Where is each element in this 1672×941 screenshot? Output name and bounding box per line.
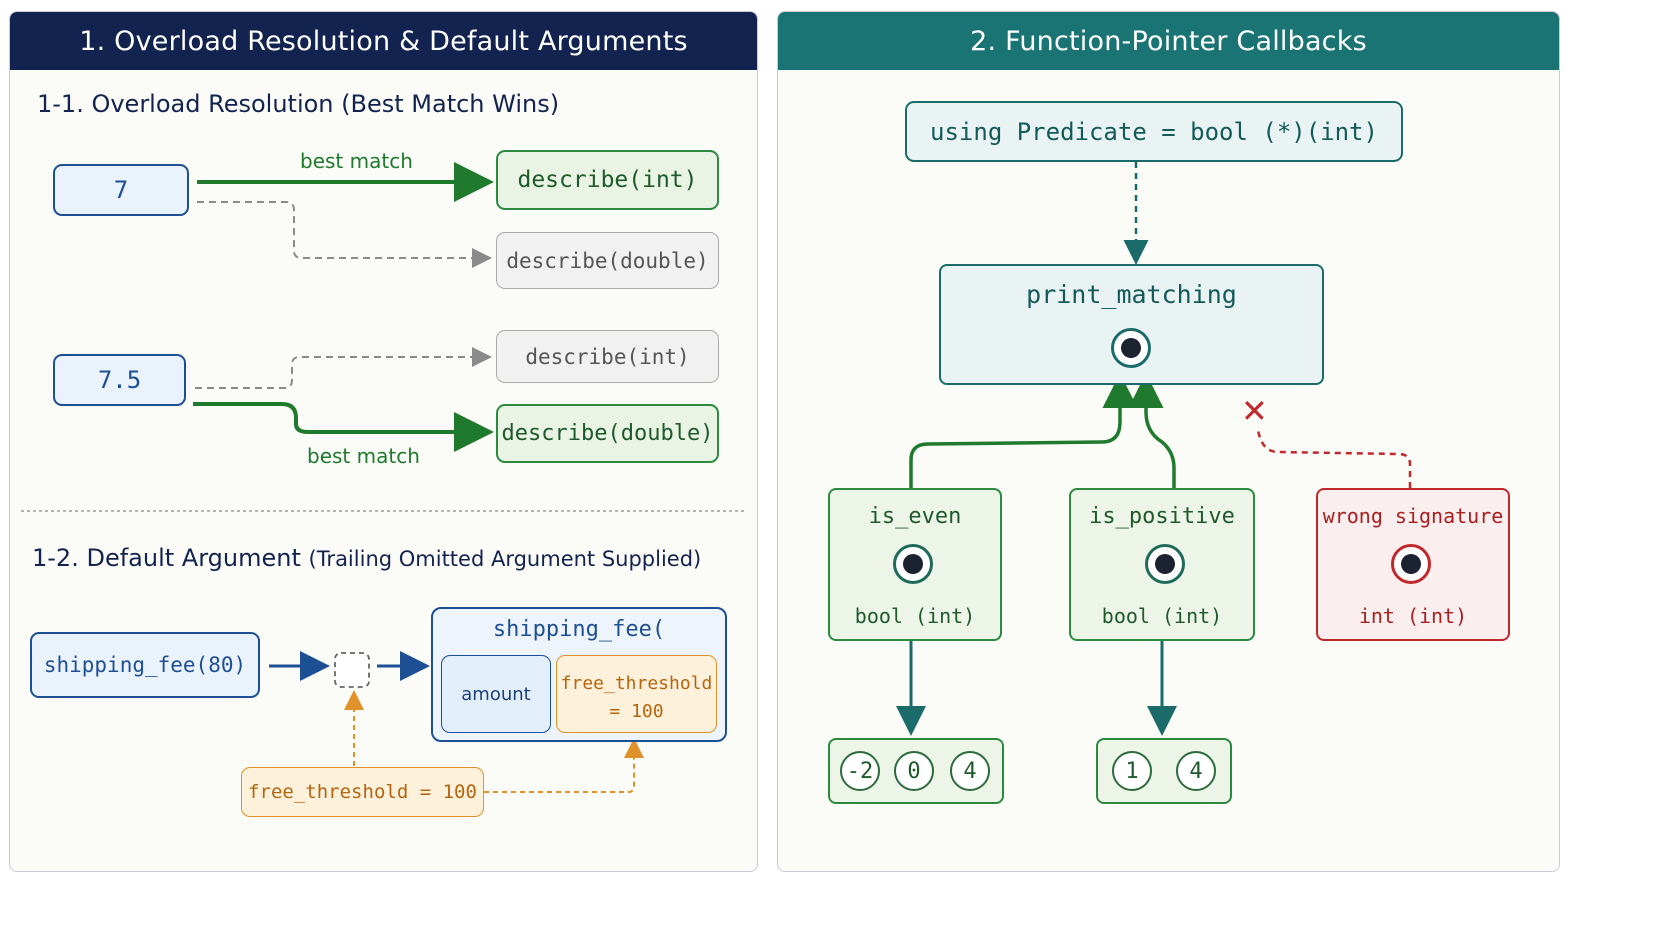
is-positive-address-dot (1145, 544, 1185, 584)
overload-panel-header: 1. Overload Resolution & Default Argumen… (10, 12, 757, 70)
result-value: 0 (894, 751, 934, 791)
default-to-param-arrow (484, 738, 644, 793)
result-value: 4 (950, 751, 990, 791)
call-int-arg: 7 (53, 164, 189, 216)
candidate-describe-double-selected: describe(double) (496, 404, 719, 463)
omitted-arg-slot (334, 652, 370, 688)
callbacks-panel: 2. Function-Pointer Callbacks using Pred… (777, 11, 1560, 872)
call-double-arg: 7.5 (53, 354, 186, 406)
best-match-label-bottom: best match (307, 444, 420, 468)
print-matching-box: print_matching (939, 264, 1324, 385)
param-free-threshold-default: = 100 (609, 701, 664, 722)
default-section-title: 1-2. Default Argument (Trailing Omitted … (32, 544, 701, 572)
wrong-signature-signature: int (int) (1358, 604, 1468, 628)
wrong-signature-function: wrong signature int (int) (1316, 488, 1510, 641)
candidate-arrow-int (195, 347, 492, 389)
wrong-signature-label: wrong signature (1322, 504, 1504, 528)
is-even-label: is_even (868, 504, 962, 529)
shipping-fee-header: shipping_fee( (492, 617, 666, 642)
is-even-results: -2 0 4 (828, 738, 1004, 804)
default-value-box: free_threshold = 100 (241, 767, 484, 817)
is-even-signature: bool (int) (854, 604, 976, 628)
is-positive-callback-arrow (1128, 373, 1176, 488)
is-even-address-dot (893, 544, 933, 584)
param-amount: amount (441, 655, 551, 733)
overload-panel: 1. Overload Resolution & Default Argumen… (9, 11, 758, 872)
is-positive-signature: bool (int) (1101, 604, 1223, 628)
candidate-describe-int-selected: describe(int) (496, 150, 719, 210)
wrong-signature-address-dot (1391, 544, 1431, 584)
best-match-arrow-double (193, 402, 494, 452)
is-even-function: is_even bool (int) (828, 488, 1002, 641)
candidate-describe-double: describe(double) (496, 232, 719, 289)
candidate-arrow-double (197, 201, 492, 268)
reject-mark: ✕ (1241, 392, 1268, 430)
is-positive-function: is_positive bool (int) (1069, 488, 1255, 641)
callback-arrows (896, 162, 1412, 736)
print-matching-label: print_matching (1026, 280, 1237, 309)
result-value: 4 (1176, 751, 1216, 791)
param-free-threshold: free_threshold = 100 (556, 655, 717, 733)
predicate-alias: using Predicate = bool (*)(int) (905, 101, 1403, 162)
default-title-main: 1-2. Default Argument (32, 544, 301, 572)
is-even-callback-arrow (909, 373, 1138, 488)
shipping-fee-signature: shipping_fee( amount free_threshold = 10… (431, 607, 727, 742)
param-free-threshold-name: free_threshold (560, 673, 713, 694)
is-positive-results: 1 4 (1096, 738, 1232, 804)
candidate-describe-int: describe(int) (496, 330, 719, 383)
default-title-sub: (Trailing Omitted Argument Supplied) (308, 547, 702, 571)
shipping-fee-call: shipping_fee(80) (30, 632, 260, 698)
result-value: 1 (1112, 751, 1152, 791)
callbacks-panel-header: 2. Function-Pointer Callbacks (778, 12, 1559, 70)
is-positive-label: is_positive (1089, 504, 1235, 529)
overload-section-title: 1-1. Overload Resolution (Best Match Win… (37, 90, 560, 118)
result-value: -2 (840, 751, 880, 791)
predicate-param-slot (1111, 328, 1151, 368)
overload-arrows (21, 162, 745, 793)
wrong-signature-rejected-path (1256, 429, 1412, 488)
best-match-label-top: best match (300, 149, 413, 173)
